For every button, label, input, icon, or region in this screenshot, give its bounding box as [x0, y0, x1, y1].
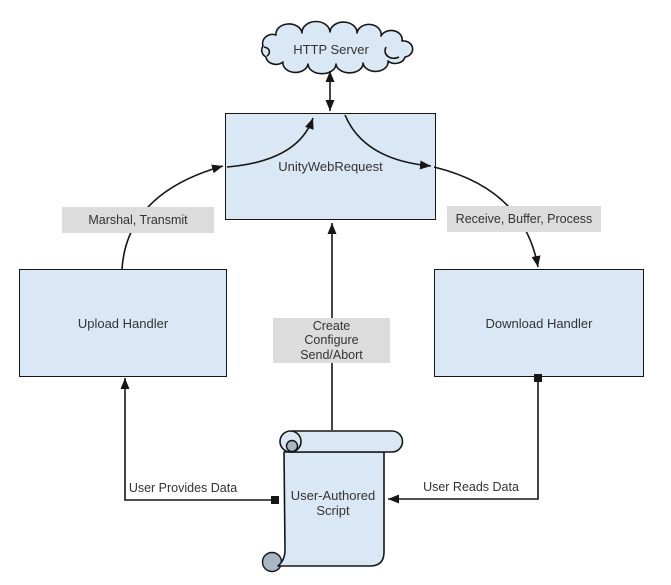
- edge-label-marshal-transmit: Marshal, Transmit: [62, 207, 214, 233]
- cloud-outline: [260, 20, 414, 75]
- cloud-shape: [260, 20, 414, 75]
- node-user-script-label-line2: Script: [316, 503, 350, 518]
- node-upload-handler: Upload Handler: [19, 269, 227, 377]
- scroll-bottom-curl: [261, 551, 283, 573]
- junction-square-download-bottom: [534, 374, 542, 382]
- curve-upload-to-uwr: [121, 164, 224, 270]
- node-user-script-label: User-Authored Script: [283, 488, 383, 518]
- node-download-handler-label: Download Handler: [485, 315, 593, 331]
- node-user-script-label-line1: User-Authored: [290, 488, 376, 503]
- edge-label-create: Create: [312, 318, 351, 333]
- path-user-reads-data: [388, 381, 539, 504]
- path-user-provides-data: [120, 378, 276, 501]
- curve-uwr-internal-left: [226, 117, 314, 168]
- node-download-handler: Download Handler: [434, 269, 644, 377]
- scroll-top-curl-inner: [285, 439, 299, 453]
- node-http-server-label: HTTP Server: [293, 42, 369, 57]
- edge-label-send-abort: Send/Abort: [300, 347, 363, 362]
- cloud-curl-right: [384, 46, 400, 60]
- edge-label-user-reads-data: User Reads Data: [423, 480, 519, 494]
- node-unitywebrequest-label: UnityWebRequest: [278, 159, 383, 174]
- node-upload-handler-label: Upload Handler: [77, 315, 169, 331]
- edge-label-create-configure-send: Create Configure Send/Abort: [273, 318, 390, 363]
- scroll-shape: [261, 430, 404, 573]
- cloud-curl-left: [263, 46, 271, 57]
- curve-uwr-internal-right: [344, 114, 432, 170]
- edge-label-user-provides-data: User Provides Data: [128, 481, 238, 495]
- scroll-body: [277, 451, 385, 567]
- node-unitywebrequest: UnityWebRequest: [225, 113, 436, 220]
- curve-uwr-to-download: [433, 166, 541, 268]
- edge-label-configure: Configure: [304, 333, 359, 348]
- edge-label-receive-buffer-process: Receive, Buffer, Process: [447, 206, 601, 232]
